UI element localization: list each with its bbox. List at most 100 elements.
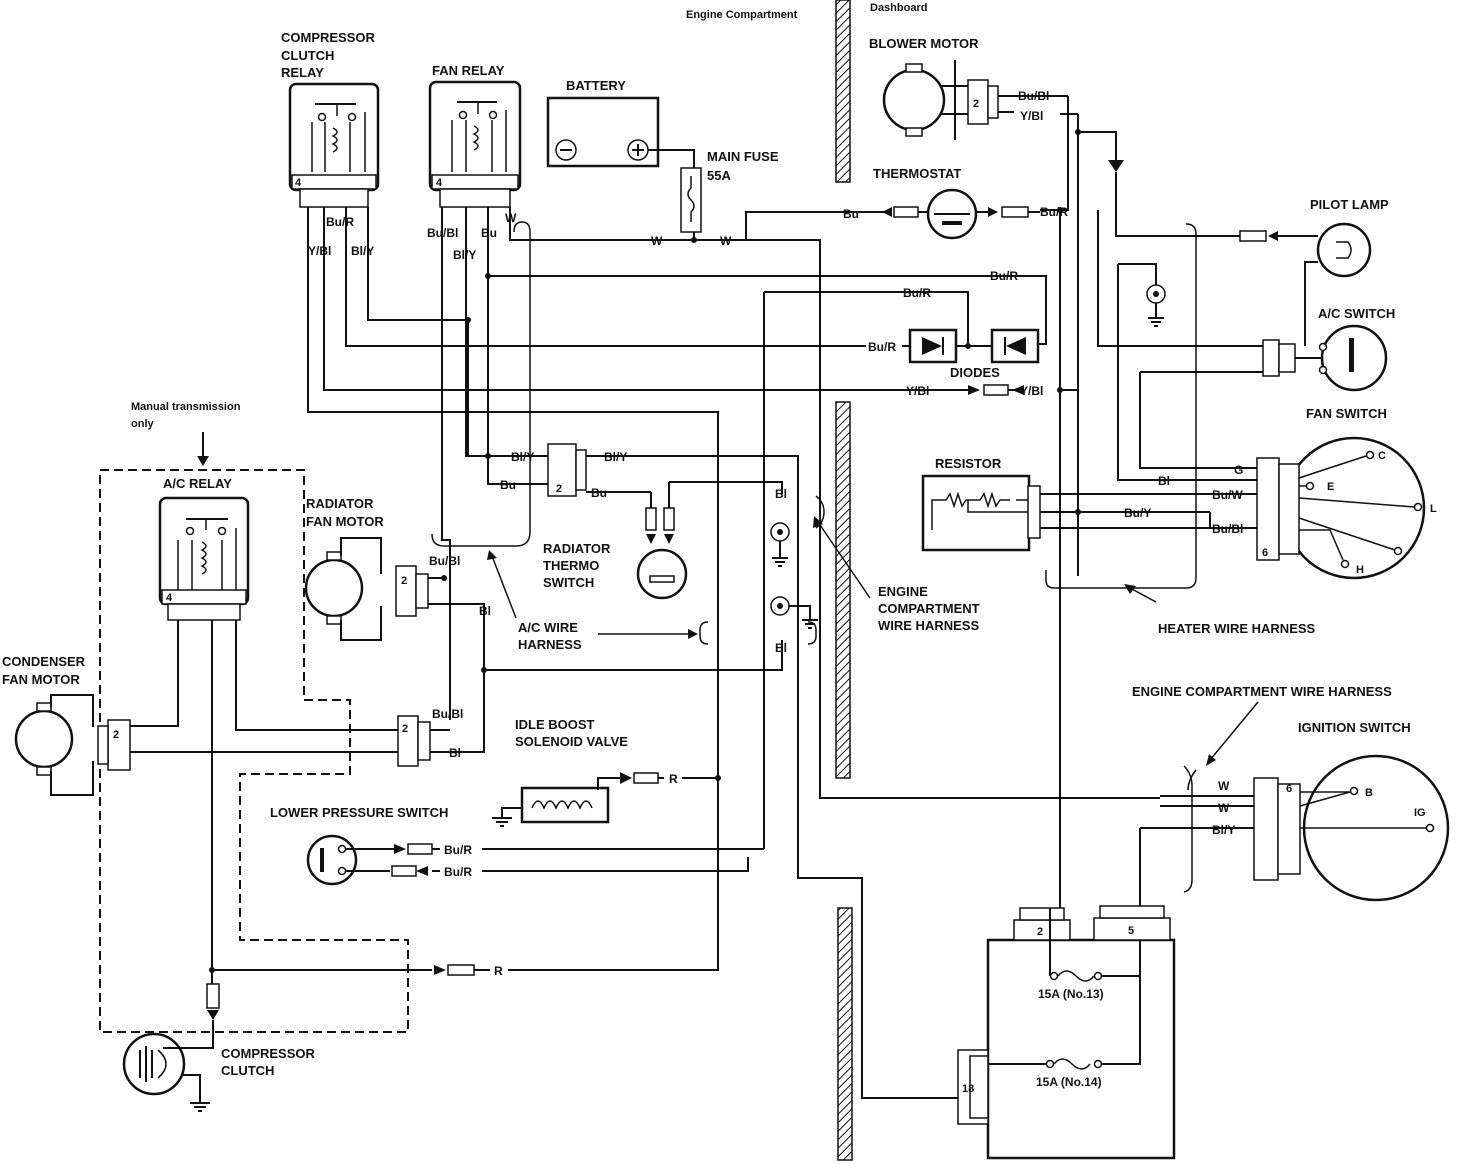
condenser-label-2: FAN MOTOR [2, 672, 80, 687]
wire-ign-bly: Bl/Y [1212, 823, 1235, 837]
wire-rad-bubl: Bu/Bl [429, 554, 460, 568]
wire-fr-bu: Bu [481, 226, 497, 240]
wire-therm-bur: Bu/R [1040, 205, 1068, 219]
fb-terminal-5: 5 [1128, 925, 1134, 937]
bulkhead-wall [835, 0, 853, 1161]
wire-fr-bly: Bl/Y [453, 248, 476, 262]
therm-terminal-2: 2 [556, 483, 562, 495]
fuse-14-label: 15A (No.14) [1036, 1075, 1102, 1089]
fr-terminal-4: 4 [436, 177, 443, 189]
ccr-label-2: CLUTCH [281, 48, 334, 63]
wire-labels: Bu/R Y/Bl Bl/Y Bu/Bl Bu W Bl/Y W W Bu/R … [308, 211, 1243, 655]
wire-ybl-2: Y/Bl [1020, 384, 1043, 398]
wire-fr-bubl: Bu/Bl [427, 226, 458, 240]
ac-relay: A/C RELAY 4 [158, 476, 250, 621]
ecwh2-label: ENGINE COMPARTMENT WIRE HARNESS [1132, 684, 1392, 699]
wire-fs-buw: Bu/W [1212, 488, 1243, 502]
radiator-fan-label-1: RADIATOR [306, 496, 374, 511]
wire-r-1: R [669, 772, 678, 786]
ign-terminal-b: B [1365, 787, 1373, 799]
blower-terminal-2: 2 [973, 98, 979, 110]
ac-switch-label: A/C SWITCH [1318, 306, 1395, 321]
pilot-lamp-label: PILOT LAMP [1310, 197, 1389, 212]
battery: BATTERY [546, 78, 660, 168]
wire-bu-2: Bu [591, 486, 607, 500]
radiator-thermo-switch: RADIATOR THERMO SWITCH [543, 482, 688, 600]
idle-boost-solenoid: IDLE BOOST SOLENOID VALVE R [492, 717, 720, 827]
rts-label-1: RADIATOR [543, 541, 611, 556]
wire-fr-w: W [505, 211, 517, 225]
wire-bur-2: Bu/R [903, 286, 931, 300]
manual-note-1: Manual transmission [131, 401, 241, 413]
fuse-13-label: 15A (No.13) [1038, 987, 1104, 1001]
idle-label-1: IDLE BOOST [515, 717, 595, 732]
radfan-terminal-2: 2 [401, 575, 407, 587]
ccr-label-3: RELAY [281, 65, 324, 80]
resistor-label: RESISTOR [935, 456, 1002, 471]
ac-harness-label-1: A/C WIRE [518, 620, 578, 635]
ac-switch: A/C SWITCH [1262, 306, 1395, 392]
main-fuse-label: MAIN FUSE [707, 149, 779, 164]
fs-terminal-6: 6 [1262, 547, 1268, 559]
fs-terminal-c: C [1378, 450, 1386, 462]
ccr-label-1: COMPRESSOR [281, 30, 376, 45]
wire-ccr-bur: Bu/R [326, 215, 354, 229]
compressor-clutch: COMPRESSOR CLUTCH [122, 983, 316, 1112]
idle-connector: 2 Bu/Bl Bl [397, 707, 463, 767]
ac-relay-label: A/C RELAY [163, 476, 232, 491]
wire-bl-4: Bl [775, 641, 787, 655]
wire-fs-bubl: Bu/Bl [1212, 522, 1243, 536]
wire-bur-1: Bu/R [990, 269, 1018, 283]
wire-fs-g: G [1234, 463, 1243, 477]
wire-bly-1: Bl/Y [511, 450, 534, 464]
wire-r-2: R [494, 964, 503, 978]
wire-w-1: W [651, 234, 663, 248]
wiring: R [130, 96, 1322, 1099]
ecwh-label-1: ENGINE [878, 584, 928, 599]
ignition-switch: IGNITION SWITCH 6 B IG W W Bl/Y [1140, 720, 1450, 902]
lower-pressure-switch: LOWER PRESSURE SWITCH Bu/R Bu/R [270, 805, 764, 886]
wire-therm-bu: Bu [843, 207, 859, 221]
wire-bur-3: Bu/R [868, 340, 896, 354]
ign-terminal-6: 6 [1286, 783, 1292, 795]
wire-fs-buy: Bu/Y [1124, 506, 1151, 520]
ac-harness-label-2: HARNESS [518, 637, 582, 652]
condenser-fan-motor: CONDENSER FAN MOTOR 2 [2, 654, 131, 796]
wire-blower-ybl: Y/Bl [1020, 109, 1043, 123]
manual-note-2: only [131, 418, 154, 430]
ccr-terminal-4: 4 [295, 177, 302, 189]
wire-ccr-bly: Bl/Y [351, 244, 374, 258]
wire-bly-2: Bl/Y [604, 450, 627, 464]
compressor-clutch-label-2: CLUTCH [221, 1063, 274, 1078]
wire-w-2: W [720, 234, 732, 248]
wire-ccr-ybl: Y/Bl [308, 244, 331, 258]
compressor-clutch-label-1: COMPRESSOR [221, 1046, 316, 1061]
fan-relay: FAN RELAY 4 [428, 63, 522, 208]
idle-terminal-2: 2 [402, 723, 408, 735]
pilot-lamp: PILOT LAMP [1310, 197, 1389, 278]
wire-bl-1: Bl [775, 487, 787, 501]
thermostat: THERMOSTAT Bu Bu/R [843, 166, 1068, 240]
wire-fs-bl: Bl [1158, 474, 1170, 488]
fuse-box: 2 5 18 15A (No.13) 15A (No.14) [957, 905, 1176, 1160]
wire-idle-bubl: Bu/Bl [432, 707, 463, 721]
ecwh-label-3: WIRE HARNESS [878, 618, 979, 633]
ignition-switch-label: IGNITION SWITCH [1298, 720, 1411, 735]
therm-connector: 2 [547, 443, 587, 497]
wire-bu-1: Bu [500, 478, 516, 492]
blower-motor-label: BLOWER MOTOR [869, 36, 979, 51]
manual-only-boundary [99, 469, 409, 1033]
wire-ybl-1: Y/Bl [906, 384, 929, 398]
heater-harness-label: HEATER WIRE HARNESS [1158, 621, 1316, 636]
region-dashboard: Dashboard [870, 2, 927, 14]
fb-terminal-2: 2 [1037, 926, 1043, 938]
fb-terminal-18: 18 [962, 1083, 974, 1095]
ecwh-label-2: COMPARTMENT [878, 601, 980, 616]
ign-terminal-ig: IG [1414, 807, 1426, 819]
rts-label-2: THERMO [543, 558, 599, 573]
main-fuse-rating: 55A [707, 168, 731, 183]
radiator-fan-label-2: FAN MOTOR [306, 514, 384, 529]
fs-terminal-e: E [1327, 481, 1334, 493]
region-engine-compartment: Engine Compartment [686, 9, 798, 21]
battery-label: BATTERY [566, 78, 626, 93]
